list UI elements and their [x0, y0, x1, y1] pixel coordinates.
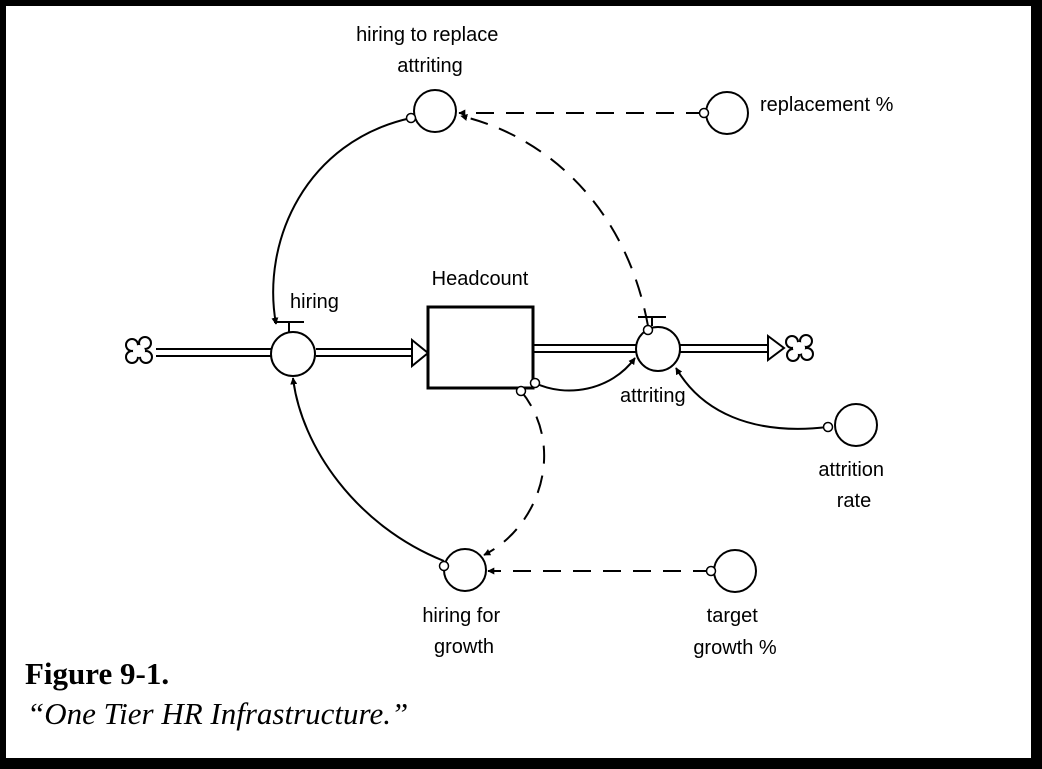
headcount-label: Headcount	[432, 268, 529, 290]
figure-title: Figure 9-1.	[25, 656, 170, 691]
connector-headcount-to-growth	[483, 390, 546, 556]
hiring-valve	[270, 321, 316, 377]
hiring-for-growth-label: hiring for growth	[422, 605, 505, 658]
hiring-for-growth-node	[443, 548, 487, 592]
replacement-pct-node	[705, 91, 749, 135]
connector-headcount-to-attriting	[534, 357, 636, 392]
inflow-pipe	[156, 337, 430, 369]
target-growth-label: target growth %	[693, 605, 777, 659]
connector-attriting-to-replace	[460, 114, 649, 327]
attrition-rate-label: attrition rate	[818, 459, 889, 512]
attriting-label: attriting	[620, 385, 686, 407]
connector-growth-to-hiring	[290, 377, 445, 562]
dashed-connectors	[458, 109, 711, 575]
connector-replace-to-hiring	[271, 117, 412, 325]
headcount-stock	[426, 305, 535, 390]
outflow-pipe	[534, 334, 786, 362]
connector-rate-to-attriting	[675, 367, 829, 430]
solid-connectors	[271, 117, 829, 562]
attriting-valve	[635, 316, 681, 372]
figure-subtitle: “One Tier HR Infrastructure.”	[27, 696, 409, 731]
hiring-to-replace-node	[413, 89, 457, 133]
source-cloud-icon	[125, 336, 153, 364]
sink-cloud-icon	[785, 334, 814, 362]
replacement-pct-label: replacement %	[760, 94, 894, 116]
stock-flow-diagram: Headcount hiring attriting hiring to rep…	[125, 24, 894, 659]
hiring-label: hiring	[290, 291, 339, 313]
target-growth-node	[713, 549, 757, 593]
connector-origins	[405, 107, 834, 577]
hiring-to-replace-label: hiring to replace attriting	[356, 24, 504, 77]
figure-frame: Headcount hiring attriting hiring to rep…	[6, 6, 1031, 758]
attrition-rate-node	[834, 403, 878, 447]
